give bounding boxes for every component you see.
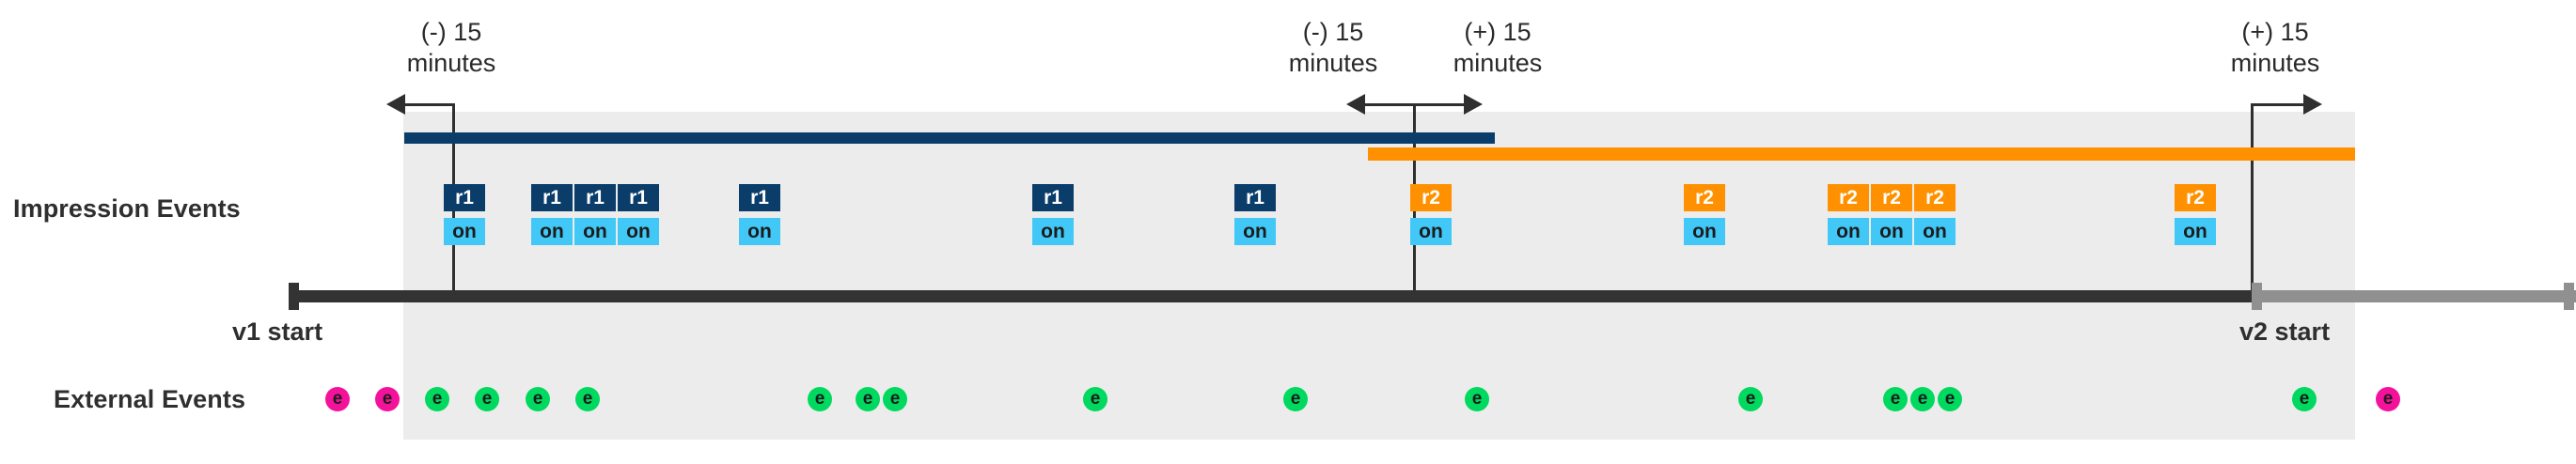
external-event-dot[interactable]: e	[1283, 387, 1308, 411]
external-event-dot[interactable]: e	[1910, 387, 1935, 411]
impression-chip-r1[interactable]: r1	[444, 184, 485, 211]
annotation-line1: (+) 15	[1464, 18, 1531, 46]
external-event-dot[interactable]: e	[1083, 387, 1107, 411]
external-event-dot[interactable]: e	[425, 387, 449, 411]
impression-chip-on[interactable]: on	[444, 218, 485, 245]
external-event-dot[interactable]: e	[1465, 387, 1489, 411]
analysis-window-band	[403, 112, 2355, 440]
impression-chip-r2[interactable]: r2	[1828, 184, 1869, 211]
external-event-dot[interactable]: e	[808, 387, 832, 411]
timeline-axis-past	[289, 290, 2256, 302]
impression-chip-on[interactable]: on	[618, 218, 659, 245]
external-event-dot[interactable]: e	[325, 387, 350, 411]
impression-chip-on[interactable]: on	[1234, 218, 1276, 245]
annotation-v1-window-start: (-) 15 minutes	[357, 17, 545, 79]
impression-chip-r1[interactable]: r1	[1032, 184, 1074, 211]
arrow-right-icon-v2	[1464, 94, 1483, 115]
impression-chip-r2[interactable]: r2	[1871, 184, 1912, 211]
v1-version-bar	[404, 132, 1495, 144]
annotation-arrow-shaft-end	[2252, 103, 2303, 106]
annotation-line1: (-) 15	[420, 18, 482, 46]
impression-chip-r1[interactable]: r1	[531, 184, 573, 211]
timeline-axis-future	[2252, 290, 2576, 302]
v1-start-label: v1 start	[232, 317, 323, 346]
impression-chip-on[interactable]: on	[2175, 218, 2216, 245]
external-event-dot[interactable]: e	[856, 387, 880, 411]
external-event-dot[interactable]: e	[1738, 387, 1763, 411]
impression-chip-on[interactable]: on	[1828, 218, 1869, 245]
v2-version-bar	[1368, 147, 2355, 161]
arrow-left-icon-v2	[1346, 94, 1365, 115]
arrow-left-icon-v1	[386, 94, 405, 115]
annotation-line2: minutes	[1453, 48, 1543, 77]
arrow-right-icon-end	[2303, 94, 2322, 115]
impression-chip-on[interactable]: on	[1914, 218, 1956, 245]
external-event-dot[interactable]: e	[2292, 387, 2317, 411]
annotation-line2: minutes	[406, 48, 496, 77]
external-event-dot[interactable]: e	[526, 387, 550, 411]
v2-start-label: v2 start	[2239, 317, 2331, 346]
impression-chip-r1[interactable]: r1	[618, 184, 659, 211]
timeline-mid-cap	[2252, 283, 2262, 310]
impression-chip-on[interactable]: on	[1032, 218, 1074, 245]
impression-chip-on[interactable]: on	[1871, 218, 1912, 245]
annotation-arrow-shaft-v1	[405, 103, 454, 106]
impression-chip-r1[interactable]: r1	[574, 184, 616, 211]
external-event-dot[interactable]: e	[475, 387, 499, 411]
external-event-dot[interactable]: e	[375, 387, 400, 411]
impression-chip-r2[interactable]: r2	[1410, 184, 1452, 211]
impression-chip-r2[interactable]: r2	[1684, 184, 1725, 211]
annotation-line1: (+) 15	[2241, 18, 2309, 46]
annotation-line2: minutes	[2230, 48, 2320, 77]
timeline-end-cap	[2564, 283, 2574, 310]
impression-chip-on[interactable]: on	[739, 218, 780, 245]
external-events-row-label: External Events	[54, 385, 246, 413]
timeline-start-cap	[289, 283, 299, 310]
external-event-dot[interactable]: e	[1938, 387, 1962, 411]
external-event-dot[interactable]: e	[883, 387, 907, 411]
impression-chip-r2[interactable]: r2	[2175, 184, 2216, 211]
impression-chip-on[interactable]: on	[1684, 218, 1725, 245]
annotation-v2-window-after: (+) 15 minutes	[1404, 17, 1592, 79]
impression-chip-on[interactable]: on	[574, 218, 616, 245]
annotation-line1: (-) 15	[1302, 18, 1364, 46]
annotation-v2-window-before: (-) 15 minutes	[1239, 17, 1427, 79]
impression-chip-r2[interactable]: r2	[1914, 184, 1956, 211]
impression-chip-r1[interactable]: r1	[1234, 184, 1276, 211]
annotation-v2-end-window: (+) 15 minutes	[2181, 17, 2369, 79]
leader-line-v2-end	[2251, 103, 2254, 295]
external-event-dot[interactable]: e	[1883, 387, 1908, 411]
impression-events-row-label: Impression Events	[13, 194, 241, 223]
impression-chip-r1[interactable]: r1	[739, 184, 780, 211]
external-event-dot[interactable]: e	[575, 387, 600, 411]
annotation-line2: minutes	[1288, 48, 1378, 77]
impression-chip-on[interactable]: on	[531, 218, 573, 245]
impression-chip-on[interactable]: on	[1410, 218, 1452, 245]
external-event-dot[interactable]: e	[2376, 387, 2400, 411]
